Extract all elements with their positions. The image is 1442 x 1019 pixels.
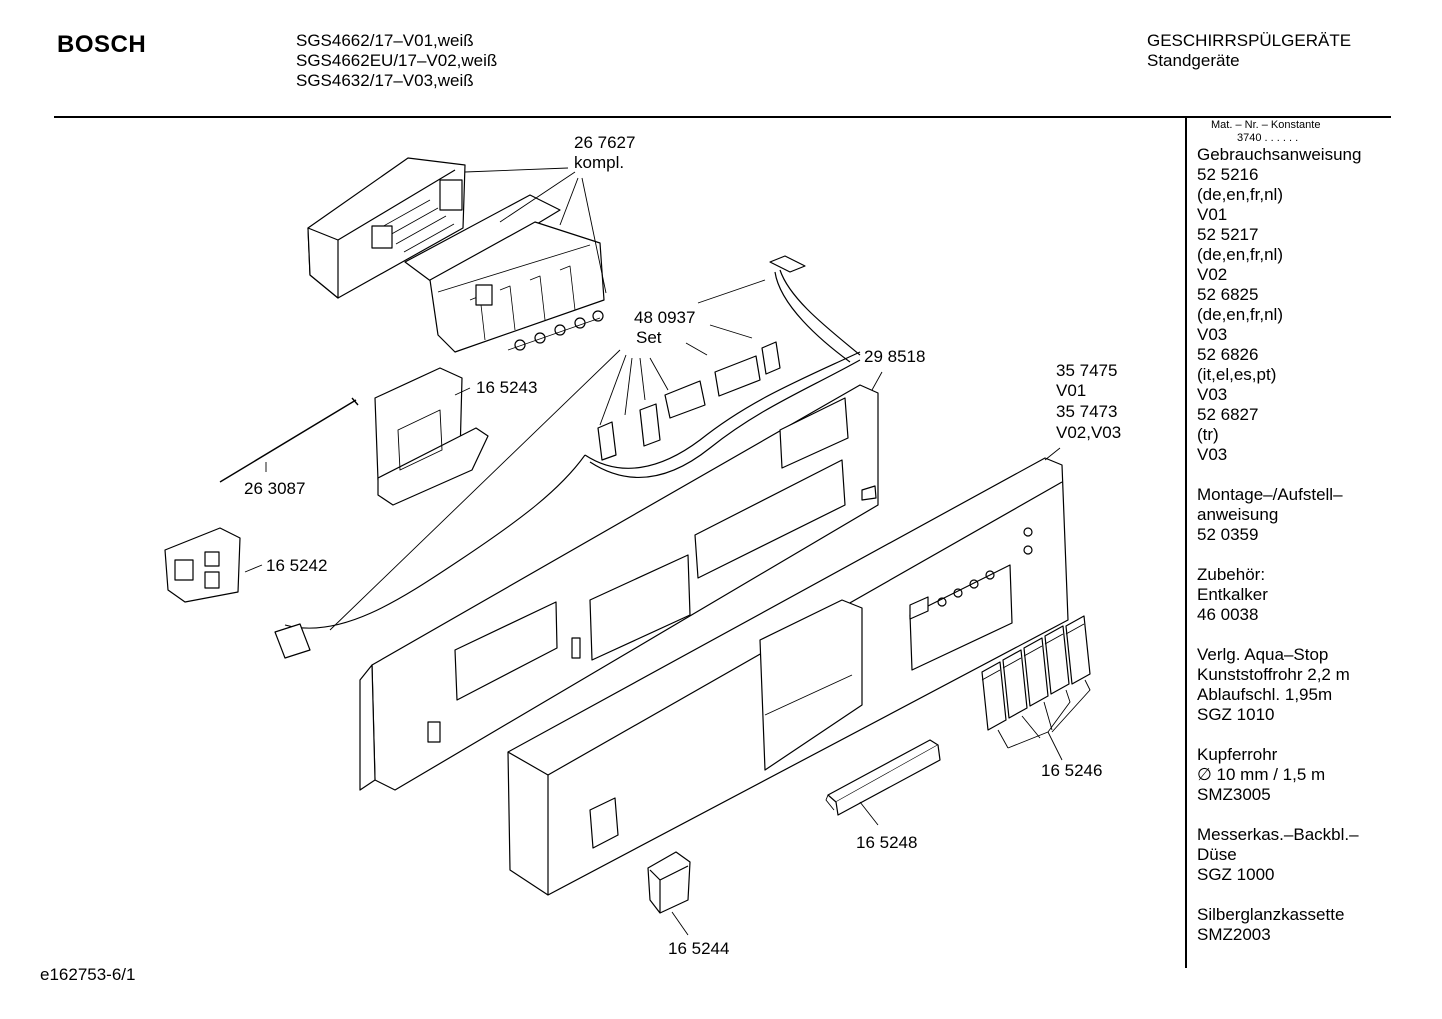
brand-logo: BOSCH <box>57 31 147 58</box>
note-line: 46 0038 <box>1197 605 1259 624</box>
category-block: GESCHIRRSPÜLGERÄTE Standgeräte <box>1147 31 1351 71</box>
label-165246: 16 5246 <box>1041 761 1103 780</box>
label-165244: 16 5244 <box>668 939 730 958</box>
note-line: (it,el,es,pt) <box>1197 365 1277 384</box>
exploded-view-drawing <box>164 157 1091 936</box>
sidebar-group-installation: Montage–/Aufstell– anweisung 52 0359 <box>1197 485 1361 545</box>
sidebar-notes: Mat. – Nr. – Konstante 3740 . . . . . . … <box>1197 119 1361 945</box>
label-267627: 26 7627 <box>574 133 636 152</box>
note-line: V01 <box>1197 205 1228 224</box>
note-line: ∅ 10 mm / 1,5 m <box>1197 765 1326 784</box>
leader-line-165248 <box>859 801 879 826</box>
model-list: SGS4662/17–V01,weiß SGS4662EU/17–V02,wei… <box>296 31 497 91</box>
leader-line-165243 <box>454 387 471 396</box>
note-line: (de,en,fr,nl) <box>1197 245 1283 264</box>
note-line: (tr) <box>1197 425 1219 444</box>
note-line: 52 0359 <box>1197 525 1259 544</box>
note-line: SGZ 1010 <box>1197 705 1275 724</box>
label-357473-variant: V02,V03 <box>1056 423 1122 442</box>
note-line: V02 <box>1197 265 1228 284</box>
note-line: Verlg. Aqua–Stop <box>1197 645 1329 664</box>
note-line: 52 6827 <box>1197 405 1259 424</box>
leader-line-298518 <box>871 371 883 391</box>
label-480937: 48 0937 <box>634 308 696 327</box>
label-357475-variant: V01 <box>1056 381 1087 400</box>
label-267627-note: kompl. <box>574 153 625 172</box>
header-divider <box>54 116 1391 118</box>
note-line: SMZ3005 <box>1197 785 1271 804</box>
mat-number-label: Mat. – Nr. – Konstante <box>1211 119 1321 131</box>
note-line: (de,en,fr,nl) <box>1197 305 1283 324</box>
part-165248 <box>825 739 941 816</box>
note-line: Düse <box>1197 845 1237 864</box>
model-line: SGS4662EU/17–V02,weiß <box>296 51 498 70</box>
sidebar-group-copper-pipe: Kupferrohr ∅ 10 mm / 1,5 m SMZ3005 <box>1197 745 1361 805</box>
label-263087: 26 3087 <box>244 479 306 498</box>
note-line: SMZ2003 <box>1197 925 1271 944</box>
label-298518: 29 8518 <box>864 347 926 366</box>
part-165243 <box>374 367 489 506</box>
note-line: anweisung <box>1197 505 1279 524</box>
leader-lines-480937 <box>329 279 766 631</box>
note-line: Gebrauchsanweisung <box>1197 145 1362 164</box>
sidebar-group-manuals: Gebrauchsanweisung 52 5216 (de,en,fr,nl)… <box>1197 145 1361 465</box>
label-165243: 16 5243 <box>476 378 538 397</box>
note-line: Messerkas.–Backbl.– <box>1197 825 1359 844</box>
note-line: V03 <box>1197 445 1228 464</box>
note-line: 52 5216 <box>1197 165 1259 184</box>
label-165242: 16 5242 <box>266 556 328 575</box>
note-line: 52 6825 <box>1197 285 1259 304</box>
mat-number-value: 3740 . . . . . . <box>1237 132 1299 144</box>
label-480937-note: Set <box>636 328 662 347</box>
label-357475: 35 7475 <box>1056 361 1118 380</box>
category-title: GESCHIRRSPÜLGERÄTE <box>1147 31 1352 50</box>
part-263087 <box>219 397 359 483</box>
sidebar-group-cutlery: Messerkas.–Backbl.– Düse SGZ 1000 <box>1197 825 1361 885</box>
wiring-set-480937 <box>274 255 861 659</box>
document-id: e162753-6/1 <box>40 965 136 984</box>
note-line: Ablaufschl. 1,95m <box>1197 685 1333 704</box>
sidebar-group-aquastop: Verlg. Aqua–Stop Kunststoffrohr 2,2 m Ab… <box>1197 645 1361 725</box>
label-357473: 35 7473 <box>1056 402 1118 421</box>
note-line: 52 6826 <box>1197 345 1259 364</box>
note-line: Kunststoffrohr 2,2 m <box>1197 665 1350 684</box>
note-line: Zubehör: <box>1197 565 1266 584</box>
model-line: SGS4662/17–V01,weiß <box>296 31 474 50</box>
note-line: Montage–/Aufstell– <box>1197 485 1343 504</box>
note-line: Kupferrohr <box>1197 745 1278 764</box>
leader-lines-165246 <box>997 679 1091 761</box>
front-panel-357475 <box>507 457 1069 896</box>
sidebar-group-accessories: Zubehör: Entkalker 46 0038 <box>1197 565 1361 625</box>
part-165242 <box>164 527 241 603</box>
rear-panel-298518 <box>359 384 879 791</box>
model-line: SGS4632/17–V03,weiß <box>296 71 474 90</box>
label-165248: 16 5248 <box>856 833 918 852</box>
leader-lines-267627 <box>464 167 607 294</box>
sidebar-divider <box>1185 116 1187 968</box>
part-165246 <box>981 615 1091 731</box>
note-line: (de,en,fr,nl) <box>1197 185 1283 204</box>
note-line: 52 5217 <box>1197 225 1259 244</box>
note-line: V03 <box>1197 325 1228 344</box>
note-line: SGZ 1000 <box>1197 865 1275 884</box>
part-165244 <box>647 851 691 914</box>
leader-line-165242 <box>244 564 263 573</box>
leader-line-165244 <box>671 911 689 936</box>
note-line: V03 <box>1197 385 1228 404</box>
note-line: Entkalker <box>1197 585 1268 604</box>
sidebar-group-silver: Silberglanzkassette SMZ2003 <box>1197 905 1361 945</box>
control-module-267627 <box>307 157 605 353</box>
leader-line-357475 <box>1044 447 1061 461</box>
note-line: Silberglanzkassette <box>1197 905 1345 924</box>
category-subtitle: Standgeräte <box>1147 51 1240 70</box>
